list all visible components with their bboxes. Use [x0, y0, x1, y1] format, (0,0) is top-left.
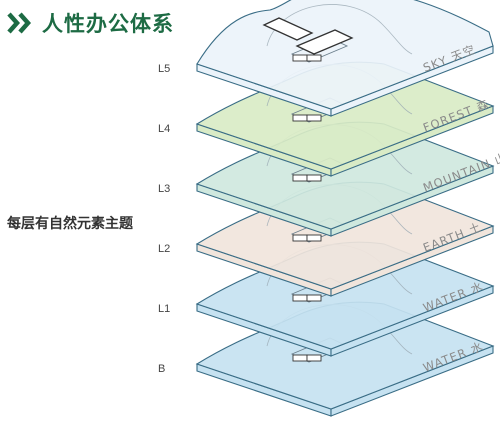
opening — [292, 354, 308, 362]
level-label-b: B — [158, 363, 166, 375]
double-chevron-right-icon — [7, 12, 32, 34]
opening — [306, 354, 322, 362]
header: 人性办公体系 — [6, 8, 174, 38]
opening — [306, 54, 322, 62]
opening — [292, 234, 308, 242]
level-label-l4: L4 — [158, 123, 171, 135]
level-label-l2: L2 — [158, 243, 171, 255]
opening — [292, 294, 308, 302]
opening — [306, 174, 322, 182]
opening — [292, 174, 308, 182]
opening — [306, 234, 322, 242]
opening — [306, 294, 322, 302]
opening — [306, 114, 322, 122]
sky-rooftop-openings — [262, 17, 354, 55]
page-title: 人性办公体系 — [42, 12, 174, 36]
level-label-l3: L3 — [158, 183, 171, 195]
level-label-l1: L1 — [158, 303, 171, 315]
opening — [292, 114, 308, 122]
opening — [292, 54, 308, 62]
level-label-l5: L5 — [158, 63, 171, 75]
subtitle: 每层有自然元素主题 — [7, 216, 133, 232]
